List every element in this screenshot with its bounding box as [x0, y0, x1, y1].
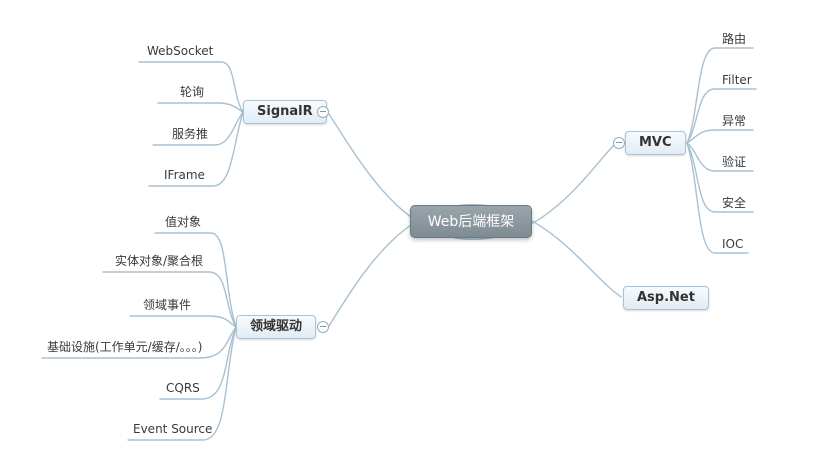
- edge-domain-valueobject: [154, 232, 237, 328]
- leaf-validation[interactable]: 验证: [722, 155, 747, 169]
- edge-domain-cqrs: [159, 326, 237, 400]
- edge-signalr-serverpush: [152, 111, 244, 146]
- leaf-domain-event[interactable]: 领域事件: [143, 298, 192, 312]
- edge-domain-eventsource: [127, 326, 237, 441]
- leaf-security[interactable]: 安全: [722, 196, 747, 210]
- edge-mvc-exception: [686, 129, 754, 144]
- leaf-polling[interactable]: 轮询: [180, 85, 205, 99]
- root-node[interactable]: Web后端框架: [410, 205, 532, 238]
- edge-domain-entity: [102, 271, 237, 328]
- leaf-cqrs[interactable]: CQRS: [166, 381, 200, 395]
- leaf-event-source[interactable]: Event Source: [133, 422, 213, 436]
- collapse-toggle-signalr-icon[interactable]: [317, 106, 329, 118]
- leaf-infrastructure[interactable]: 基础设施(工作单元/缓存/。。。): [47, 340, 203, 354]
- edge-mvc-routing: [686, 47, 754, 144]
- leaf-filter[interactable]: Filter: [722, 73, 752, 87]
- edge-root-mvc: [454, 144, 615, 240]
- edge-signalr-iframe: [148, 111, 244, 187]
- leaf-iframe[interactable]: IFrame: [164, 168, 205, 182]
- branch-signalr[interactable]: SignalR: [243, 100, 327, 124]
- edge-domain-event: [129, 315, 237, 328]
- leaf-exception[interactable]: 异常: [722, 114, 747, 128]
- branch-mvc[interactable]: MVC: [625, 131, 686, 155]
- branch-aspnet[interactable]: Asp.Net: [623, 286, 709, 310]
- collapse-toggle-mvc-icon[interactable]: [613, 137, 625, 149]
- leaf-entity-aggregate[interactable]: 实体对象/聚合根: [115, 254, 204, 268]
- edge-signalr-polling: [157, 102, 244, 113]
- leaf-routing[interactable]: 路由: [722, 32, 747, 46]
- collapse-toggle-domain-driven-icon[interactable]: [317, 321, 329, 333]
- edge-mvc-validation: [686, 142, 754, 172]
- edge-mvc-ioc: [686, 142, 749, 254]
- branch-domain-driven[interactable]: 领域驱动: [236, 315, 317, 339]
- leaf-ioc[interactable]: IOC: [722, 237, 744, 251]
- edge-mvc-filter: [686, 88, 757, 144]
- leaf-websocket[interactable]: WebSocket: [147, 44, 214, 58]
- edge-signalr-websocket: [138, 61, 244, 113]
- edge-mvc-security: [686, 142, 754, 213]
- leaf-serverpush[interactable]: 服务推: [172, 127, 209, 141]
- leaf-value-object[interactable]: 值对象: [165, 215, 202, 229]
- edge-domain-infra: [41, 326, 237, 359]
